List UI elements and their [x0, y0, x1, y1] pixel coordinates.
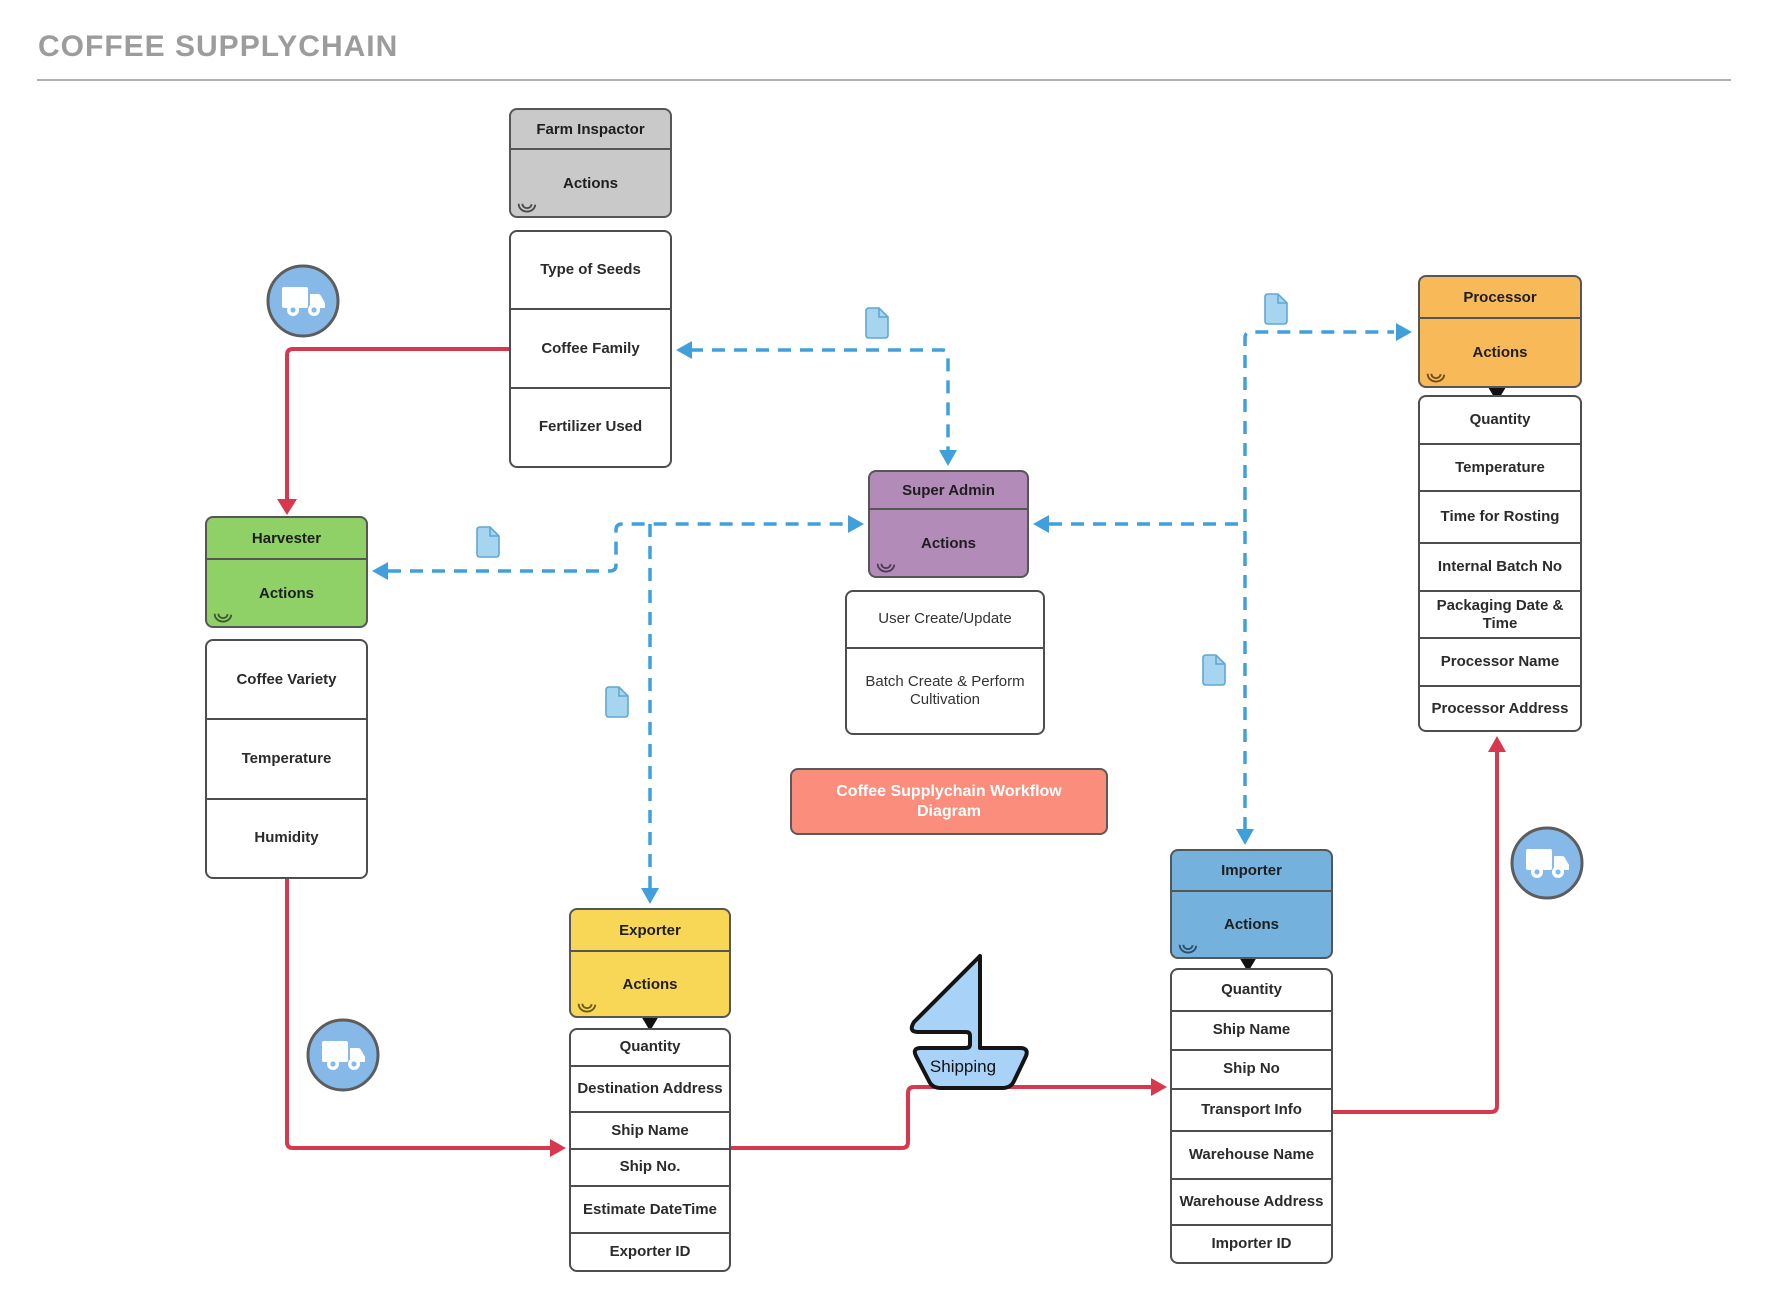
attribute-row: Type of Seeds — [540, 261, 641, 279]
attribute-row: Warehouse Name — [1172, 1130, 1331, 1177]
exporter-attributes[interactable]: Quantity Destination Address Ship Name S… — [569, 1028, 731, 1272]
attribute-row: Time for Rosting — [1420, 490, 1580, 542]
swirl-icon — [1426, 373, 1446, 383]
attribute-row: Packaging Date & Time — [1420, 589, 1580, 638]
document-icon[interactable] — [605, 686, 629, 718]
exporter-title: Exporter — [571, 910, 729, 952]
exporter-actions-arrow — [641, 1016, 659, 1031]
harvester-shape[interactable]: Harvester Actions — [205, 516, 368, 628]
actions-label: Actions — [562, 174, 618, 192]
super-admin-attributes[interactable]: User Create/Update Batch Create & Perfor… — [845, 590, 1045, 735]
truck-icon[interactable] — [1510, 826, 1584, 900]
farm-inspector-attributes[interactable]: Type of Seeds Coffee Family Fertilizer U… — [509, 230, 672, 468]
connector-superadmin-coffeefamily — [690, 348, 950, 452]
swirl-icon — [876, 563, 896, 573]
importer-actions-arrow — [1239, 957, 1257, 972]
title-divider — [37, 79, 1731, 81]
truck-icon[interactable] — [266, 264, 340, 338]
attribute-row: Ship No — [1172, 1048, 1331, 1088]
attribute-row: Temperature — [1420, 442, 1580, 491]
swirl-icon — [577, 1003, 597, 1013]
exporter-shape[interactable]: Exporter Actions — [569, 908, 731, 1018]
super-admin-actions: Actions — [870, 510, 1027, 576]
document-icon[interactable] — [476, 526, 500, 558]
attribute-row: Ship Name — [571, 1111, 729, 1148]
blue-dashed-connectors — [388, 330, 1394, 890]
processor-actions-arrow — [1488, 387, 1506, 402]
farm-inspector-actions: Actions — [511, 150, 670, 216]
super-admin-shape[interactable]: Super Admin Actions — [868, 470, 1029, 578]
connector-coffee-family-to-harvester — [285, 347, 509, 500]
processor-shape[interactable]: Processor Actions — [1418, 275, 1582, 388]
attribute-row: Processor Address — [1420, 685, 1580, 730]
farm-inspector-shape[interactable]: Farm Inspactor Actions — [509, 108, 672, 218]
importer-attributes[interactable]: Quantity Ship Name Ship No Transport Inf… — [1170, 968, 1333, 1264]
red-arrowheads — [277, 499, 1506, 1157]
blue-arrowheads — [372, 323, 1412, 904]
attribute-row: Ship No. — [571, 1148, 729, 1185]
attribute-row: Quantity — [1469, 410, 1531, 428]
actions-label: Actions — [622, 975, 678, 993]
swirl-icon — [213, 613, 233, 623]
swirl-icon — [1178, 944, 1198, 954]
attribute-row: Destination Address — [571, 1064, 729, 1111]
actions-label: Actions — [1472, 344, 1528, 361]
connector-importer-to-processor — [1333, 752, 1499, 1114]
processor-attributes[interactable]: Quantity Temperature Time for Rosting In… — [1418, 395, 1582, 732]
black-link-arrows — [641, 387, 1506, 1031]
document-icon[interactable] — [1264, 293, 1288, 325]
harvester-title: Harvester — [207, 518, 366, 560]
connector-superadmin-harvester — [388, 522, 850, 573]
actions-label: Actions — [258, 584, 314, 602]
attribute-row: Ship Name — [1172, 1009, 1331, 1049]
actions-label: Actions — [1223, 916, 1279, 933]
swirl-icon — [517, 203, 537, 213]
attribute-row: Importer ID — [1172, 1224, 1331, 1262]
farm-inspector-title: Farm Inspactor — [511, 110, 670, 150]
document-icon[interactable] — [865, 307, 889, 339]
importer-title: Importer — [1172, 851, 1331, 892]
harvester-actions: Actions — [207, 560, 366, 626]
attribute-row: Processor Name — [1420, 637, 1580, 685]
attribute-row: Fertilizer Used — [511, 386, 670, 466]
attribute-row: Humidity — [207, 797, 366, 877]
harvester-attributes[interactable]: Coffee Variety Temperature Humidity — [205, 639, 368, 879]
attribute-row: Warehouse Address — [1172, 1177, 1331, 1224]
document-icon[interactable] — [1202, 654, 1226, 686]
connector-harvester-to-exporter — [285, 879, 550, 1150]
ship-icon[interactable] — [909, 954, 1029, 1090]
attribute-row: Internal Batch No — [1420, 541, 1580, 590]
connector-processor-importer-trunk — [1243, 330, 1394, 830]
attribute-row: User Create/Update — [878, 610, 1012, 628]
super-admin-title: Super Admin — [870, 472, 1027, 510]
attribute-row: Batch Create & Perform Cultivation — [847, 646, 1043, 733]
ship-label: Shipping — [929, 1057, 997, 1076]
attribute-row: Coffee Variety — [236, 670, 337, 688]
connector-exporter-to-importer — [731, 1085, 1152, 1150]
page-title: COFFEE SUPPLYCHAIN — [38, 30, 399, 63]
truck-icon[interactable] — [306, 1018, 380, 1092]
attribute-row: Transport Info — [1172, 1087, 1331, 1131]
attribute-row: Quantity — [1221, 980, 1282, 998]
workflow-caption-label: Coffee Supplychain Workflow Diagram — [836, 782, 1062, 820]
actions-label: Actions — [920, 534, 976, 552]
attribute-row: Coffee Family — [511, 308, 670, 386]
exporter-actions: Actions — [571, 952, 729, 1016]
workflow-caption-box[interactable]: Coffee Supplychain Workflow Diagram — [790, 768, 1108, 835]
importer-actions: Actions — [1172, 892, 1331, 957]
red-connectors — [285, 347, 1499, 1150]
attribute-row: Estimate DateTime — [571, 1184, 729, 1232]
attribute-row: Exporter ID — [571, 1232, 729, 1270]
attribute-row: Quantity — [619, 1038, 681, 1056]
processor-title: Processor — [1420, 277, 1580, 319]
processor-actions: Actions — [1420, 319, 1580, 386]
attribute-row: Temperature — [207, 718, 366, 797]
importer-shape[interactable]: Importer Actions — [1170, 849, 1333, 959]
